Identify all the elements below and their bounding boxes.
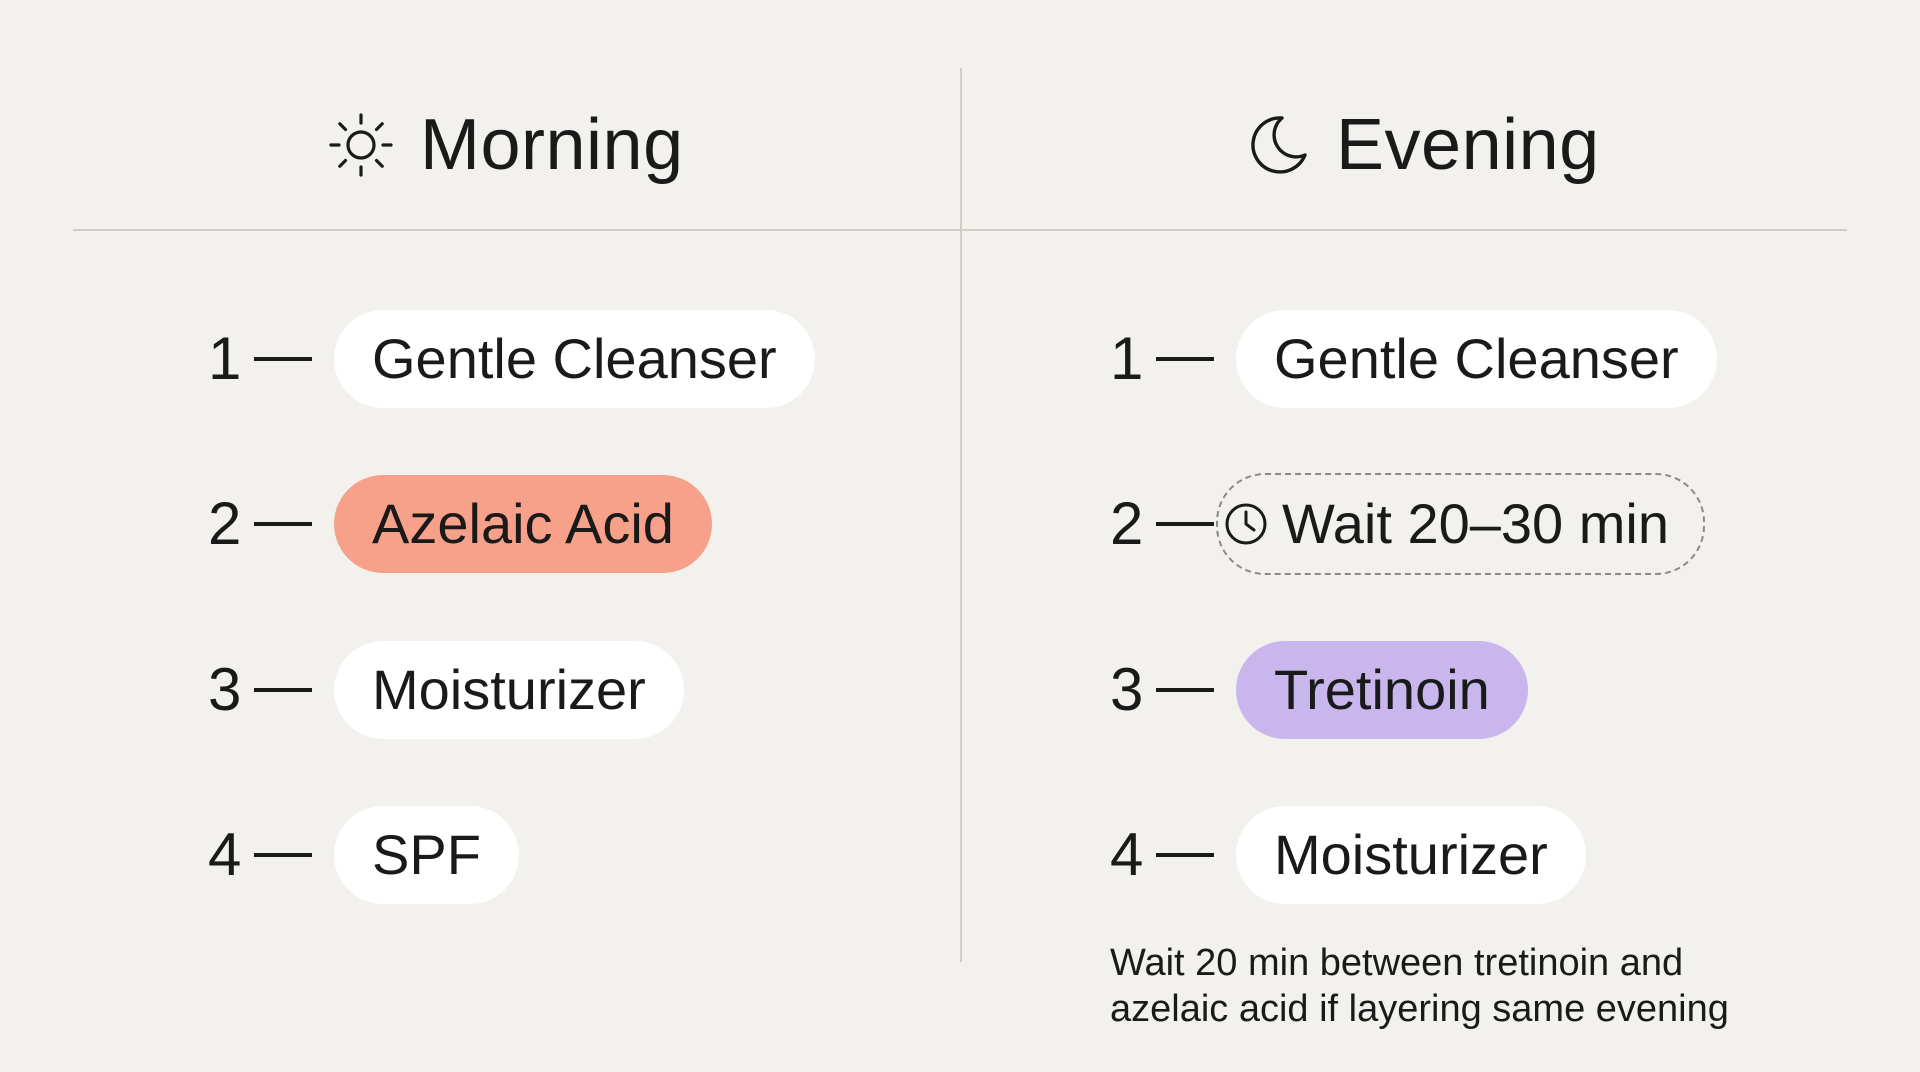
evening-note: Wait 20 min between tretinoin and azelai… (1110, 940, 1870, 1032)
step-number: 4 (208, 821, 242, 888)
step-pill-spf: SPF (334, 806, 519, 904)
step-number: 2 (208, 490, 242, 557)
morning-title: Morning (420, 105, 684, 185)
step-pill-gentle-cleanser: Gentle Cleanser (1236, 310, 1717, 408)
sun-icon (329, 113, 393, 177)
step-pill-gentle-cleanser: Gentle Cleanser (334, 310, 815, 408)
column-divider (960, 68, 962, 962)
evening-step-4: 4 Moisturizer (1110, 806, 1586, 904)
step-pill-azelaic-acid: Azelaic Acid (334, 475, 712, 573)
step-connector (254, 688, 312, 692)
wait-label: Wait 20–30 min (1282, 492, 1669, 555)
evening-header: Evening (1244, 100, 1600, 190)
step-connector (254, 522, 312, 526)
evening-title: Evening (1336, 105, 1600, 185)
evening-step-2: 2 Wait 20–30 min (1110, 473, 1705, 575)
evening-step-3: 3 Tretinoin (1110, 641, 1528, 739)
step-pill-tretinoin: Tretinoin (1236, 641, 1528, 739)
step-pill-moisturizer: Moisturizer (334, 641, 684, 739)
step-number: 3 (208, 656, 242, 723)
step-number: 3 (1110, 656, 1144, 723)
header-divider (73, 229, 1847, 231)
step-number: 1 (1110, 325, 1144, 392)
step-number: 1 (208, 325, 242, 392)
step-pill-wait: Wait 20–30 min (1216, 473, 1705, 575)
step-connector (1156, 688, 1214, 692)
morning-step-3: 3 Moisturizer (208, 641, 684, 739)
evening-step-1: 1 Gentle Cleanser (1110, 310, 1717, 408)
step-connector (1156, 357, 1214, 361)
note-line-1: Wait 20 min between tretinoin and (1110, 942, 1684, 984)
note-line-2: azelaic acid if layering same evening (1110, 988, 1729, 1030)
clock-icon (1225, 503, 1267, 545)
step-connector (254, 357, 312, 361)
step-connector (1156, 853, 1214, 857)
morning-step-4: 4 SPF (208, 806, 519, 904)
morning-step-1: 1 Gentle Cleanser (208, 310, 815, 408)
morning-step-2: 2 Azelaic Acid (208, 475, 712, 573)
step-connector (254, 853, 312, 857)
step-pill-moisturizer: Moisturizer (1236, 806, 1586, 904)
step-connector (1156, 522, 1214, 526)
step-number: 2 (1110, 490, 1144, 557)
morning-header: Morning (328, 100, 684, 190)
moon-icon (1251, 116, 1307, 174)
step-number: 4 (1110, 821, 1144, 888)
